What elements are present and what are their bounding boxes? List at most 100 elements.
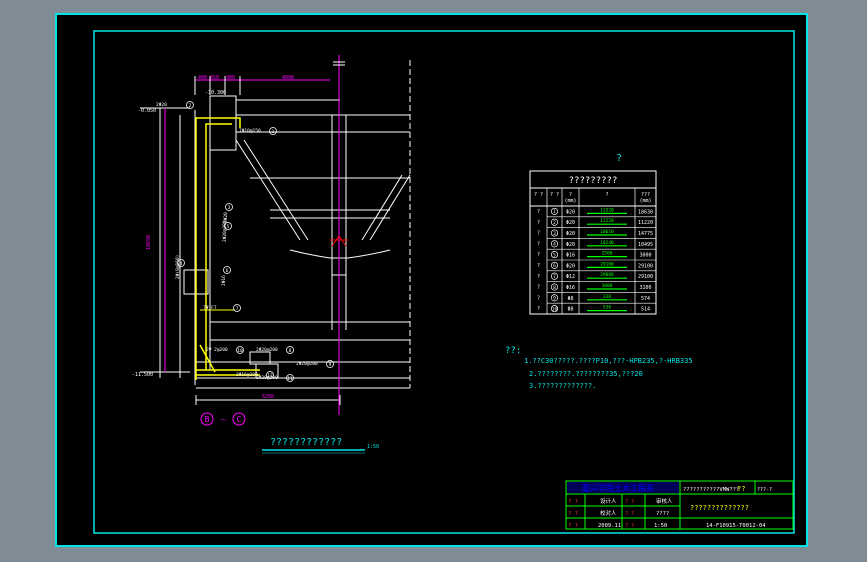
row-shape: 530 (603, 305, 611, 311)
titleblock-cell-3: ? ? (568, 511, 578, 517)
callout-text: 2Φ16 (221, 275, 227, 286)
svg-text:?: ? (537, 295, 540, 301)
row-len: 29100 (638, 263, 653, 269)
table-row: 1 Φ20 11520 18630 (547, 207, 656, 218)
table-header-2: (mm) (564, 198, 576, 204)
callout-8: 8 2Φ20@200 (256, 346, 294, 354)
axis-b-label: B (205, 415, 210, 424)
svg-text:? ?: ? ? (625, 499, 634, 505)
titleblock-drawing-name: ?????????????? (690, 504, 749, 512)
svg-text:?: ? (537, 285, 540, 291)
inner-frame (93, 30, 795, 534)
callout-12: 12 2Φ16@200 (236, 371, 274, 379)
table-header-4: ??? (641, 192, 650, 198)
table-row: 6 Φ20 29100 29100 (547, 261, 656, 272)
titleblock-cell-8: 1:50 (654, 523, 667, 529)
svg-text:?: ? (537, 306, 540, 312)
titleblock-cell-0: ? ? (568, 499, 578, 505)
table-header-4: (mm) (639, 198, 651, 204)
titleblock-project: ???????????VMW??? (683, 487, 739, 493)
table-header-0: ? ? (534, 192, 543, 198)
row-no: 7 (553, 274, 556, 280)
svg-text:? ?: ? ? (625, 511, 634, 517)
section-drawing (159, 60, 411, 405)
titleblock-cell-1: 设计人 (600, 497, 617, 505)
table-row: 7 Φ12 29000 29100 (547, 272, 656, 282)
row-dia: Φ20 (566, 242, 575, 248)
callout-number: 8 (289, 348, 292, 354)
titleblock-drawing-no: 14-F10915-T0012-04 (706, 523, 766, 529)
callout-number: 3 (228, 205, 231, 211)
titleblock-project-mark: ?? (737, 485, 745, 493)
callout-number: 4 (180, 261, 183, 267)
note-line-3: 3.?????????????. (529, 382, 596, 390)
note-line-2: 2.????????.????????35,???20 (529, 370, 643, 378)
note-line-1: 1.??C30?????.????P10,???-HPB235,?-HRB335 (524, 357, 693, 365)
svg-text:?: ? (537, 263, 540, 269)
row-no: 6 (553, 263, 556, 269)
axis-dash: — (221, 415, 226, 424)
titleblock-school: 嘉兴学院土木工程系 (582, 483, 654, 493)
row-len: 14775 (638, 231, 653, 237)
dim-top-2: 650 (210, 75, 219, 81)
row-shape: 10240 (600, 240, 614, 246)
callout-text: 7Φ10@150 (239, 128, 261, 134)
titleblock-cell-4: 校对人 (600, 509, 617, 517)
rebar-cage (195, 117, 260, 380)
callout-4: 42Φ(8@150) (175, 255, 185, 279)
axis-c-label: C (237, 415, 242, 424)
svg-text:? ?: ? ? (625, 523, 634, 529)
elev-bottom: -11.500 (132, 372, 153, 378)
row-shape: 29000 (600, 272, 614, 278)
table-header-3: ? (605, 192, 608, 198)
row-shape: 11220 (600, 218, 614, 224)
axis-b-bubble (200, 412, 214, 426)
row-len: 514 (641, 307, 650, 313)
row-len: 29100 (638, 274, 653, 280)
callout-number: 11 (287, 376, 293, 382)
svg-text:?: ? (537, 209, 540, 215)
callout-text: 2Φ20@200 (256, 347, 278, 353)
callout-number: 12 (267, 373, 273, 379)
row-dia: Φ20 (566, 209, 575, 215)
row-no: 9 (553, 296, 556, 302)
row-dia: Φ12 (566, 274, 575, 280)
callout-number: 10 (237, 348, 243, 354)
row-shape: 29100 (600, 261, 614, 267)
dim-bottom: 5250 (262, 394, 274, 400)
row-dia: Φ20 (566, 263, 575, 269)
row-dia: Φ16 (566, 253, 575, 259)
dim-vertical: 10650 (146, 235, 152, 250)
callout-text: 2Φ20@200 (222, 220, 228, 242)
row-len: 3100 (639, 285, 651, 291)
elev-mid: -10.300 (205, 90, 226, 96)
titleblock-cell-5: ???? (656, 511, 669, 517)
notes-heading: ??: (505, 346, 521, 356)
dim-top-3: 900 (226, 75, 235, 81)
callout-text: 2Φ16@200 (236, 372, 258, 378)
row-no: 1 (553, 209, 556, 215)
row-shape: 11520 (600, 207, 614, 213)
row-dia: Φ16 (566, 285, 575, 291)
row-no: 3 (553, 231, 556, 237)
svg-text:?: ? (537, 252, 540, 258)
callout-number: 2 (189, 103, 192, 109)
row-dia: Φ8 (567, 296, 573, 302)
row-len: 18630 (638, 209, 653, 215)
elev-top: -0.050 (138, 108, 156, 114)
svg-text:?: ? (537, 220, 540, 226)
